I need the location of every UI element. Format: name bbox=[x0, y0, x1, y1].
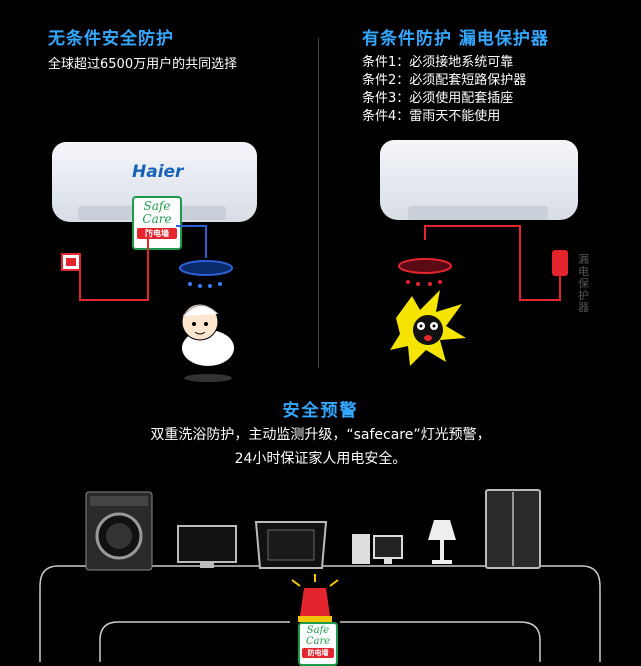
leakage-protector-icon bbox=[552, 250, 568, 276]
heater-base bbox=[408, 206, 548, 220]
warning-siren-icon bbox=[291, 574, 339, 622]
water-drops-icon bbox=[188, 282, 222, 288]
refrigerator-icon bbox=[485, 489, 541, 569]
circuit-line-inner-left bbox=[99, 621, 290, 662]
circuit-line-right bbox=[552, 565, 601, 662]
circuit-line-left bbox=[39, 565, 88, 662]
safety-warning-line1: 双重洗浴防护，主动监测升级，“safecare”灯光预警， bbox=[150, 427, 491, 443]
badge-cn-text: 防电墙 bbox=[302, 648, 334, 658]
computer-icon bbox=[352, 534, 403, 564]
condition-item: 条件2：必须配套短路保护器 bbox=[362, 73, 527, 88]
television-icon bbox=[177, 525, 237, 568]
desk-lamp-icon bbox=[428, 520, 456, 564]
socket-plug bbox=[66, 258, 76, 266]
happy-bather-icon bbox=[181, 303, 234, 382]
right-red-wire bbox=[424, 225, 561, 301]
circuit-line-inner-right bbox=[340, 621, 541, 662]
safecare-badge: Safe Care 防电墙 bbox=[132, 196, 182, 250]
top-wiring-illustration bbox=[61, 225, 568, 382]
badge-cn-text: 防电墙 bbox=[137, 228, 177, 239]
appliances-illustration bbox=[39, 489, 601, 662]
center-divider bbox=[318, 38, 319, 368]
condition-item: 条件3：必须使用配套插座 bbox=[362, 91, 514, 106]
haier-logo: Haier bbox=[132, 162, 184, 182]
leakage-protector-label: 漏电保护器 bbox=[578, 253, 589, 314]
left-water-pipe bbox=[176, 225, 207, 258]
range-hood-icon bbox=[254, 521, 328, 569]
right-title: 有条件防护 漏电保护器 bbox=[362, 29, 549, 49]
left-shower-head-icon bbox=[179, 260, 233, 276]
electric-shock-icon bbox=[390, 290, 466, 366]
condition-list: 条件1：必须接地系统可靠 条件2：必须配套短路保护器 条件3：必须使用配套插座 … bbox=[362, 54, 526, 126]
left-title: 无条件安全防护 bbox=[48, 29, 174, 49]
safety-warning-title: 安全预警 bbox=[282, 401, 359, 421]
water-drops-icon bbox=[406, 280, 442, 286]
right-shower-head-icon bbox=[398, 258, 452, 274]
badge-care-text: Care bbox=[305, 636, 331, 647]
safecare-badge: Safe Care 防电墙 bbox=[298, 622, 338, 666]
left-red-wire bbox=[79, 232, 149, 301]
washing-machine-icon bbox=[85, 491, 153, 571]
badge-safe-text: Safe bbox=[143, 199, 171, 213]
badge-safe-text: Safe bbox=[306, 625, 330, 636]
left-subtitle: 全球超过6500万用户的共同选择 bbox=[48, 57, 238, 72]
safety-warning-line2: 24小时保证家人用电安全。 bbox=[234, 451, 407, 467]
condition-item: 条件1：必须接地系统可靠 bbox=[362, 55, 514, 70]
condition-item: 条件4：雷雨天不能使用 bbox=[362, 109, 501, 124]
badge-care-text: Care bbox=[142, 212, 172, 226]
